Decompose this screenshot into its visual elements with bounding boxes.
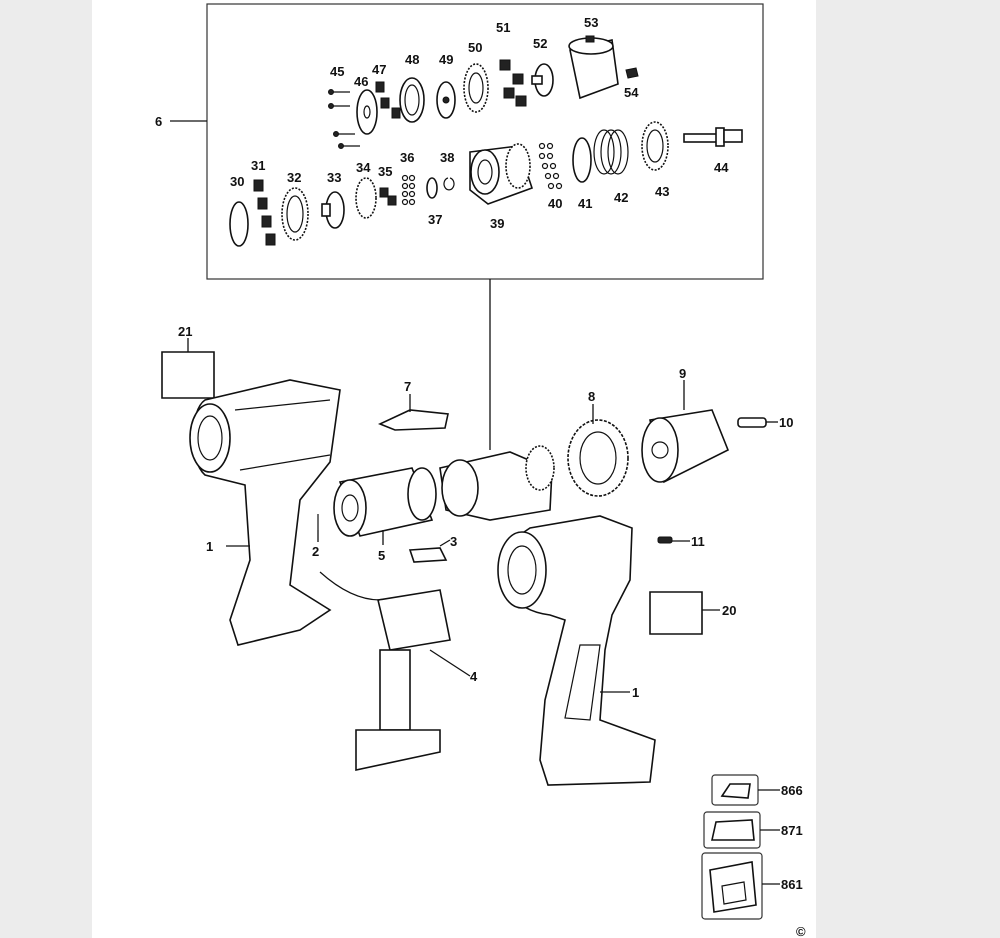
label-sticker-21 [161,351,215,399]
clutch-ring-43 [641,121,669,171]
callout-32: 32 [287,170,301,185]
ring-41 [572,137,592,183]
gear-housing-39 [469,143,534,205]
callout-2: 2 [312,544,319,559]
callout-3: 3 [450,534,457,549]
screws-45 [328,89,360,149]
gearbox-detail-box [206,3,764,280]
callout-41: 41 [578,196,592,211]
callout-49: 49 [439,52,453,67]
assembled-drill-1 [497,515,656,786]
callout-42: 42 [614,190,628,205]
callout-4: 4 [470,669,478,684]
motor-5 [333,467,437,537]
balls-36 [401,174,416,206]
washer-46 [356,89,378,135]
battery-866 [720,783,751,799]
washer-30 [229,201,249,247]
chuck-screw-10 [737,417,767,428]
callout-871: 871 [781,823,803,838]
callout-1a: 1 [206,539,213,554]
label-sticker-20 [649,591,703,635]
copyright-mark: © [796,924,806,938]
clutch-collar-8 [567,419,629,497]
callout-10: 10 [779,415,793,430]
callout-37: 37 [428,212,442,227]
callout-50: 50 [468,40,482,55]
callout-30: 30 [230,174,244,189]
callout-47: 47 [372,62,386,77]
callout-31: 31 [251,158,265,173]
callout-40: 40 [548,196,562,211]
ring-gear-32 [281,187,309,241]
rollers-51 [499,59,527,107]
switch-button-3 [408,547,448,563]
callout-38: 38 [440,150,454,165]
ring-gear-48 [399,77,425,123]
accessory-box-861 [701,852,763,920]
clip-38 [443,177,455,191]
callout-53: 53 [584,15,598,30]
switch-module-4 [319,571,451,771]
pin-54 [625,67,639,79]
callout-1b: 1 [632,685,639,700]
rollers-31 [253,179,276,246]
callout-6: 6 [155,114,162,129]
callout-44: 44 [714,160,729,175]
gear-34 [355,177,377,219]
callout-54: 54 [624,85,639,100]
callout-51: 51 [496,20,510,35]
washer-37 [426,177,438,199]
balls-40 [538,142,563,190]
gearbox-assembly [439,445,555,521]
callout-39: 39 [490,216,504,231]
callout-48: 48 [405,52,419,67]
callout-11: 11 [691,534,705,549]
chuck-9 [641,409,730,484]
callout-20: 20 [722,603,736,618]
switch-plate-7 [377,409,449,431]
rollers-35 [379,187,397,206]
callout-35: 35 [378,164,392,179]
callout-34: 34 [356,160,371,175]
case-861 [709,861,757,913]
callout-45: 45 [330,64,344,79]
spindle-44 [683,127,743,147]
callout-861: 861 [781,877,803,892]
callout-8: 8 [588,389,595,404]
callout-46: 46 [354,74,368,89]
callout-21: 21 [178,324,192,339]
housing-half-left-1 [189,379,341,646]
screw-11 [657,536,673,544]
callout-866: 866 [781,783,803,798]
gear-50 [463,63,489,113]
callout-36: 36 [400,150,414,165]
callout-7: 7 [404,379,411,394]
charger-871 [711,819,755,841]
rollers-47 [375,81,401,119]
housing-53 [568,35,619,100]
callout-9: 9 [679,366,686,381]
callout-5: 5 [378,548,385,563]
callout-52: 52 [533,36,547,51]
callout-33: 33 [327,170,341,185]
callout-43: 43 [655,184,669,199]
spring-42 [593,129,629,175]
